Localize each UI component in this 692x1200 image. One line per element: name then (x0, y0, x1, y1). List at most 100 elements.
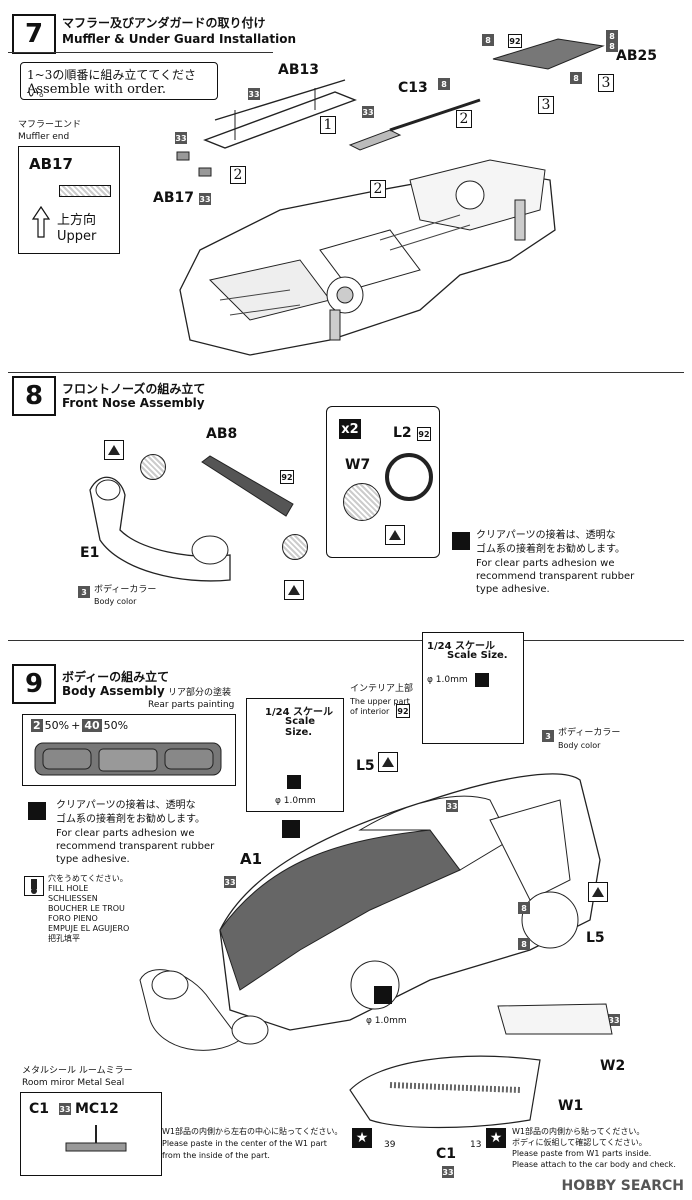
chassis-drawing (179, 159, 556, 356)
mirror-box: C1 33 MC12 (20, 1092, 162, 1176)
code-33-ab17-b: 33 (199, 193, 211, 205)
order-note-en: Assemble with order. (27, 82, 167, 97)
part-ab13: AB13 (278, 62, 319, 78)
part-w2: W2 (600, 1058, 626, 1074)
mirror-drawing (65, 1125, 127, 1152)
adhesive-icon-a (104, 440, 124, 460)
rear-panel-drawing (34, 742, 222, 776)
paint-pct-2: 50% (103, 719, 129, 732)
body-color-en-8: Body color (94, 597, 137, 606)
step-7-title-jp: マフラー及びアンダガードの取り付け (62, 16, 266, 30)
code-33-c13: 33 (362, 106, 374, 118)
divider-8-9 (8, 640, 684, 641)
rear-paint-box: 2 50% + 40 50% (22, 714, 236, 786)
body-color-en-9: Body color (558, 741, 601, 750)
interior-en-0: The upper part (350, 697, 410, 706)
order-step-2-a: 2 (230, 166, 246, 184)
clear-note-en-8-1: recommend transparent rubber (476, 571, 635, 582)
paint-plus: + (71, 719, 81, 732)
step-8-title-jp: フロントノーズの組み立て (62, 382, 206, 396)
scale-inset-a: 1/24 スケール Scale Size. φ 1.0mm (246, 698, 344, 812)
scale-title-en-a: Scale Size. (285, 716, 316, 738)
drill-icon-hood (282, 820, 300, 838)
paint-code-2: 2 (31, 719, 43, 732)
body-color-jp-9: ボディーカラー (558, 728, 621, 738)
part-a1: A1 (240, 850, 263, 868)
adhesive-icon-b (284, 580, 304, 600)
code-33-a1: 33 (224, 876, 236, 888)
paint-pct-1: 50% (44, 719, 70, 732)
clear-note-jp-9-1: ゴム系の接着剤をお勧めします。 (56, 814, 205, 825)
code-8-ab25-b: 8 (606, 30, 618, 42)
divider-7-8 (8, 372, 684, 373)
adhesive-icon-l5b (588, 882, 608, 902)
w1-center-jp: W1部品の内側から左右の中心に貼ってください。 (162, 1127, 343, 1136)
step-9-title-en: Body Assembly (62, 684, 165, 698)
drill-icon-b (475, 673, 489, 687)
code-8-ab25-a: 8 (482, 34, 494, 46)
code-33-c1: 33 (442, 1166, 454, 1178)
lens-right (282, 534, 308, 560)
ab25-guard-part (492, 38, 605, 70)
star-icon-b: ★ (486, 1128, 506, 1148)
part-l5-a: L5 (356, 758, 375, 774)
fill-hole-1: FILL HOLE (48, 884, 89, 893)
mirror-en: Room miror Metal Seal (22, 1078, 125, 1088)
inset-part-label: AB17 (29, 155, 73, 173)
hole-dia-b: φ 1.0mm (427, 675, 468, 685)
watermark: HOBBY SEARCH (562, 1178, 684, 1194)
w2-part (497, 1003, 613, 1035)
part-c1: C1 (436, 1146, 457, 1162)
ab13-part (203, 79, 357, 149)
code-8-c13: 8 (438, 78, 450, 90)
code-8-ab25-d: 8 (570, 72, 582, 84)
upper-en: Upper (57, 229, 97, 244)
fill-hole-0: 穴をうめてください。 (48, 874, 128, 883)
adhesive-icon-c (385, 525, 405, 545)
code-33-ab13: 33 (248, 88, 260, 100)
order-step-3-a: 3 (538, 96, 554, 114)
muffler-end-jp: マフラーエンド (18, 120, 82, 130)
hole-dia-a: φ 1.0mm (275, 796, 316, 806)
rear-paint-en: Rear parts painting (148, 700, 235, 710)
interior-jp: インテリア上部 (350, 684, 414, 694)
code-92-interior: 92 (396, 704, 410, 718)
step-9-title-jp: ボディーの組み立て (62, 670, 170, 684)
paint-mix-row: 2 50% + 40 50% (31, 719, 128, 732)
clear-note-jp-9-0: クリアパーツの接着は、透明な (56, 800, 196, 811)
up-arrow-icon (31, 205, 51, 238)
clear-note-jp-8-0: クリアパーツの接着は、透明な (476, 530, 616, 541)
step-8-title-en: Front Nose Assembly (62, 396, 205, 410)
c13-muffler-part (348, 98, 481, 151)
glue-icon-9 (28, 802, 46, 820)
paint-code-40: 40 (82, 719, 102, 732)
scale-title-en-b: Scale Size. (447, 650, 508, 661)
e1-nose-part (89, 476, 231, 582)
code-33-roof: 33 (446, 800, 458, 812)
multiplier-badge: x2 (339, 419, 361, 439)
fill-hole-2: SCHLIESSEN (48, 894, 98, 903)
body-color-jp-8: ボディーカラー (94, 585, 157, 595)
code-8-body-a: 8 (518, 902, 530, 914)
code-33-ab17-a: 33 (175, 132, 187, 144)
fill-hole-6: 把孔填平 (48, 934, 80, 943)
scale-title-jp-a: 1/24 スケール (265, 707, 334, 718)
body-color-code-9: 3 (542, 730, 554, 742)
code-92-ab8: 92 (280, 470, 294, 484)
step-9-number: 9 (12, 664, 56, 704)
order-step-1: 1 (320, 116, 336, 134)
rear-paint-jp: リア部分の塗装 (168, 688, 232, 698)
part-w1: W1 (558, 1098, 584, 1114)
clear-note-en-9-1: recommend transparent rubber (56, 841, 215, 852)
part-c13: C13 (398, 80, 428, 96)
code-39: 39 (384, 1140, 396, 1150)
star-icon-a: ★ (352, 1128, 372, 1148)
w1-center-en-1: from the inside of the part. (162, 1151, 270, 1160)
scale-title-jp-b: 1/24 スケール (427, 641, 496, 652)
clear-note-en-9-2: type adhesive. (56, 854, 130, 865)
fill-hole-icon (24, 876, 44, 896)
fill-hole-5: EMPUJE EL AGUJERO (48, 924, 130, 933)
code-92-ab25: 92 (508, 34, 522, 48)
w1-attach-jp-0: W1部品の内側から貼ってください。 (512, 1127, 645, 1136)
ab8-part (201, 455, 294, 517)
